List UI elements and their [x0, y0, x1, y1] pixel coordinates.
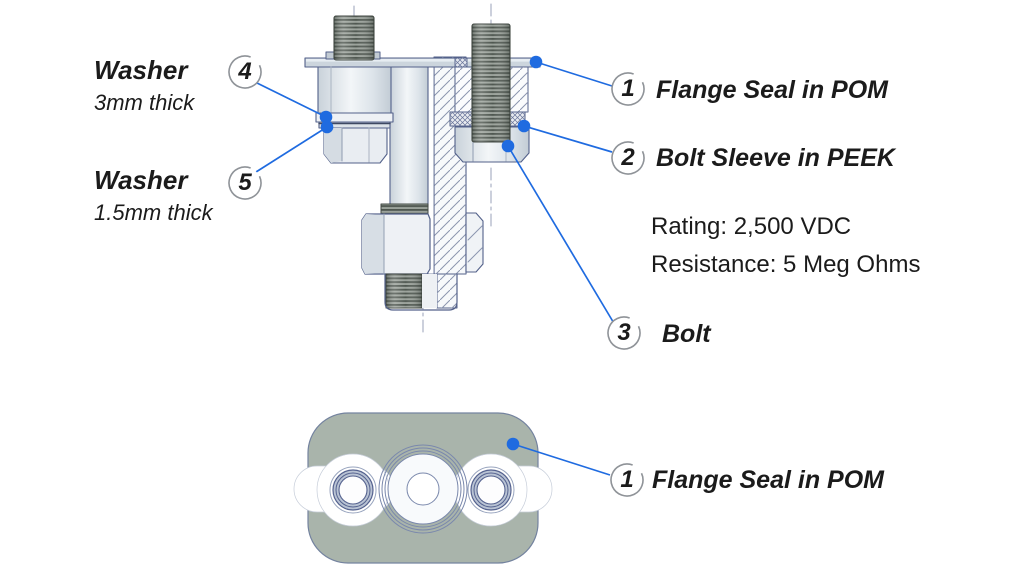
- callout-4-number: 4: [238, 58, 252, 85]
- callout-circle-icon: [228, 166, 262, 200]
- left-stud: [325, 15, 381, 61]
- callout-2: 2: [609, 139, 647, 177]
- left-hex-nut: [323, 127, 388, 164]
- callout-3-number: 3: [617, 319, 631, 346]
- washer-bottom-detail: 1.5mm thick: [94, 199, 213, 225]
- wall-hex-protrusion: [465, 212, 484, 273]
- flange-seal-top-view: [293, 412, 553, 564]
- bolt: [471, 23, 511, 143]
- center-cylinder: [389, 66, 429, 208]
- center-fitting: [361, 203, 458, 311]
- callout-4: 4: [226, 53, 264, 91]
- callout-circle-icon: [228, 55, 262, 89]
- bolt-hole-right: [467, 466, 515, 514]
- specs-block: Rating: 2,500 VDC Resistance: 5 Meg Ohms: [651, 208, 920, 284]
- callout-circle-icon: [607, 316, 641, 350]
- callout-1-top-number: 1: [621, 75, 635, 102]
- label-bolt: Bolt: [662, 320, 711, 348]
- label-flange-seal-top: Flange Seal in POM: [656, 76, 888, 104]
- washer-top-detail: 3mm thick: [94, 89, 195, 115]
- callout-5-number: 5: [238, 169, 252, 196]
- left-block: [317, 66, 392, 114]
- callout-1-bottom-number: 1: [620, 466, 634, 493]
- washer-top-title: Washer: [94, 55, 188, 85]
- label-bolt-sleeve: Bolt Sleeve in PEEK: [656, 144, 895, 172]
- callout-2-number: 2: [621, 144, 635, 171]
- callout-3: 3: [605, 314, 643, 352]
- callout-circle-icon: [610, 463, 644, 497]
- label-flange-seal-bottom: Flange Seal in POM: [652, 466, 884, 494]
- callout-circle-icon: [611, 72, 645, 106]
- washer-note-top: Washer 3mm thick: [94, 55, 195, 115]
- spec-resistance: Resistance: 5 Meg Ohms: [651, 251, 921, 278]
- leader-lines: [255, 55, 616, 476]
- cross-section-view: [304, 3, 541, 337]
- callout-circle-icon: [611, 141, 645, 175]
- bolt-hole-left: [329, 466, 377, 514]
- center-boss: [378, 444, 468, 534]
- washer-note-bottom: Washer 1.5mm thick: [94, 165, 213, 225]
- callout-5: 5: [226, 164, 264, 202]
- callout-1-bottom: 1: [608, 461, 646, 499]
- callout-1-top: 1: [609, 70, 647, 108]
- spec-rating: Rating: 2,500 VDC: [651, 213, 852, 240]
- washer-bottom-title: Washer: [94, 165, 188, 195]
